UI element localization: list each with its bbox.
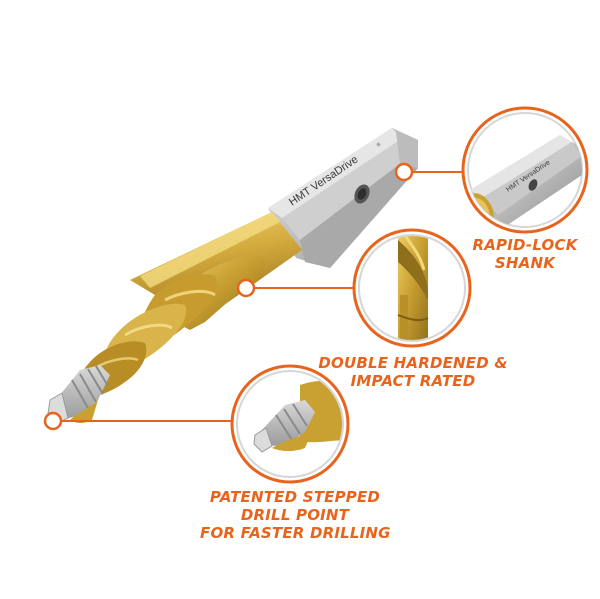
callout-label-point: PATENTED STEPPED DRILL POINT FOR FASTER … <box>200 488 391 542</box>
callout-dot-point <box>43 411 63 431</box>
magnifier-hardened <box>352 228 472 348</box>
svg-text:®: ® <box>375 141 382 149</box>
drill-body: HMT VersaDrive ® <box>47 128 418 425</box>
callout-connectors <box>43 162 462 431</box>
callout-hardened-line1: DOUBLE HARDENED & <box>318 354 508 372</box>
callout-hardened-line2: IMPACT RATED <box>350 372 476 390</box>
callout-dot-shank <box>394 162 414 182</box>
callout-point-line1: PATENTED STEPPED <box>209 488 381 506</box>
hex-shank: HMT VersaDrive ® <box>268 128 418 268</box>
callout-shank-line1: RAPID-LOCK <box>472 236 578 254</box>
callout-dot-hardened <box>236 278 256 298</box>
magnifier-point <box>230 364 350 484</box>
callout-point-line3: FOR FASTER DRILLING <box>200 524 391 542</box>
callout-shank-line2: SHANK <box>494 254 556 272</box>
magnifier-shank: HMT VersaDrive <box>461 106 589 234</box>
stepped-tip <box>47 365 110 425</box>
callout-label-shank: RAPID-LOCK SHANK <box>465 236 585 272</box>
callout-point-line2: DRILL POINT <box>240 506 350 524</box>
callout-label-hardened: DOUBLE HARDENED & IMPACT RATED <box>318 354 508 390</box>
